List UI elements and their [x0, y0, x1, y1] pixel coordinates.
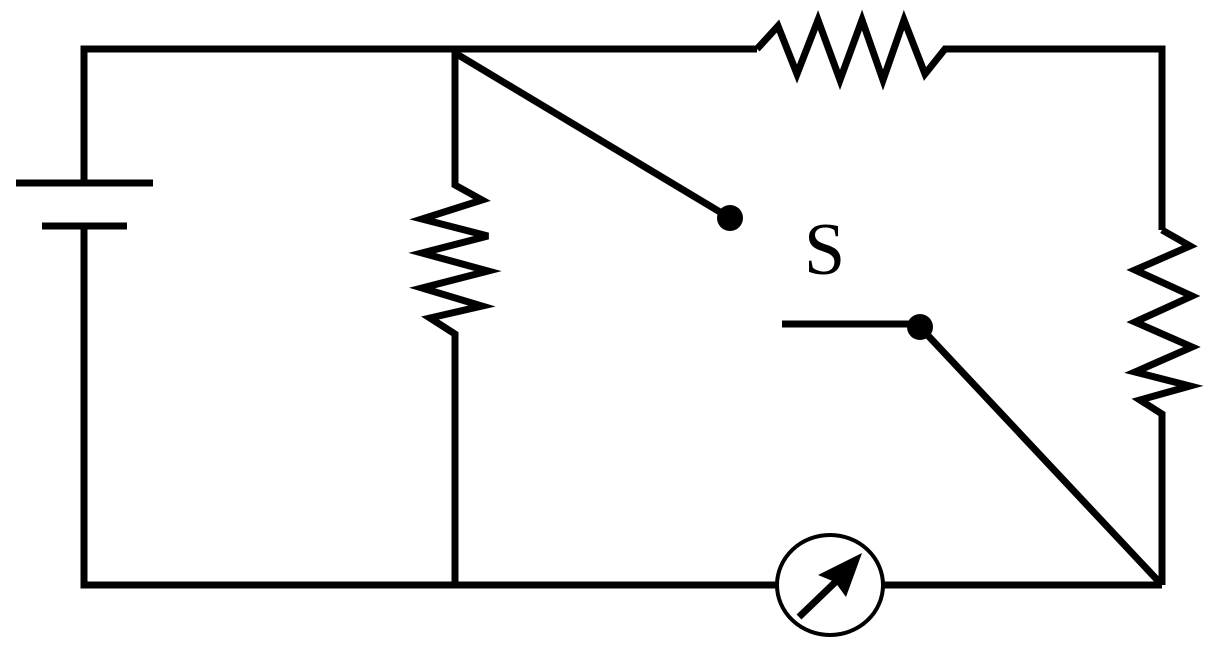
- wire-diagonal: [917, 324, 1165, 588]
- wire-left-top: [80, 45, 757, 183]
- switch-arm-upper: [453, 49, 732, 222]
- resistor-right: [1124, 226, 1204, 585]
- resistor-top: [754, 9, 1166, 230]
- resistor-middle: [408, 49, 502, 585]
- galvanometer-arrowhead-icon: [818, 553, 862, 597]
- wire-left-bottom: [80, 226, 778, 589]
- switch-contact-upper: [717, 205, 743, 231]
- switch-label: S: [804, 209, 845, 291]
